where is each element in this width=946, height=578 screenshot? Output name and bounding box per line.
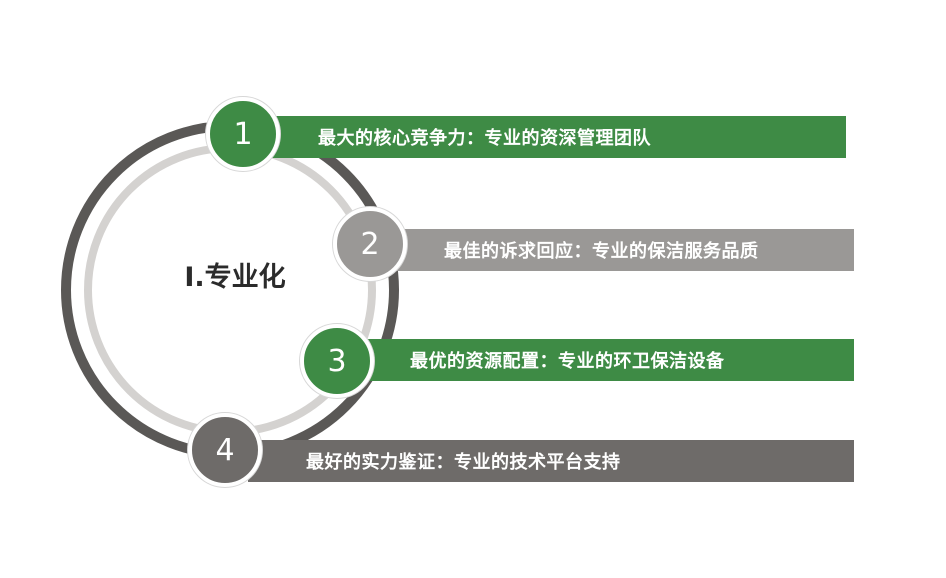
item-2-bar: 最佳的诉求回应：专业的保洁服务品质 bbox=[392, 229, 854, 271]
item-3-number-circle: 3 bbox=[300, 324, 374, 398]
item-4-bar: 最好的实力鉴证：专业的技术平台支持 bbox=[248, 440, 854, 482]
item-4-number: 4 bbox=[215, 432, 235, 468]
center-title: Ⅰ.专业化 bbox=[184, 261, 286, 293]
item-1-number: 1 bbox=[233, 116, 253, 152]
item-4-number-circle: 4 bbox=[188, 413, 262, 487]
item-1-text: 最大的核心竞争力：专业的资深管理团队 bbox=[318, 128, 651, 149]
item-4-text: 最好的实力鉴证：专业的技术平台支持 bbox=[306, 452, 621, 473]
item-1-number-circle: 1 bbox=[206, 97, 280, 171]
item-3-bar: 最优的资源配置：专业的环卫保洁设备 bbox=[358, 339, 854, 381]
item-1-bar: 最大的核心竞争力：专业的资深管理团队 bbox=[262, 116, 846, 158]
item-3-number: 3 bbox=[327, 343, 347, 379]
item-2-number: 2 bbox=[360, 226, 380, 262]
item-2-text: 最佳的诉求回应：专业的保洁服务品质 bbox=[444, 241, 759, 262]
item-2-number-circle: 2 bbox=[333, 207, 407, 281]
item-3-text: 最优的资源配置：专业的环卫保洁设备 bbox=[410, 351, 725, 372]
